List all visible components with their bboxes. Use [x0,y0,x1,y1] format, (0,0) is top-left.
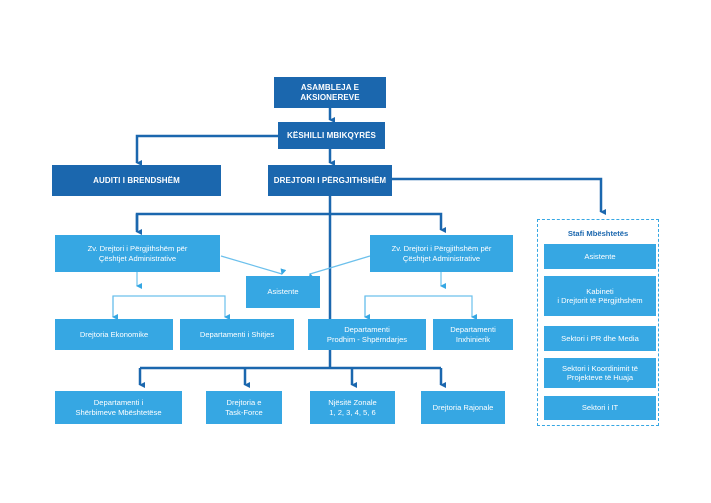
connector-zvleft-children [112,295,230,320]
node-sherbimeve: Departamenti i Shërbimeve Mbështetëse [55,391,182,424]
node-drejtori: DREJTORI I PËRGJITHSHËM [268,165,392,196]
connector-zvright-children [364,295,477,320]
connector-drejtori-stafi [392,177,606,215]
connector-to-zv-right [135,212,446,233]
node-shitjes: Departamenti i Shitjes [180,319,294,350]
node-auditi: AUDITI I BRENDSHËM [52,165,221,196]
connector-zvleft-asistente [220,255,287,275]
node-rajonale: Drejtoria Rajonale [421,391,505,424]
support-item-kabineti: Kabineti i Drejtorit të Përgjithshëm [544,276,656,316]
node-zonale: Njësitë Zonale 1, 2, 3, 4, 5, 6 [310,391,395,424]
node-inxhinierik: Departamenti Inxhinierik [433,319,513,350]
node-zv-left: Zv. Drejtori i Përgjithshëm për Çështjet… [55,235,220,272]
connector-keshilli-auditi [135,134,278,166]
support-item-it: Sektori i IT [544,396,656,420]
node-ekonomike: Drejtoria Ekonomike [55,319,173,350]
support-item-asistente: Asistente [544,244,656,269]
node-prodhim: Departamenti Prodhim - Shpërndarjes [308,319,426,350]
support-staff-panel [537,219,659,426]
connector-zvright-asistente [308,255,371,280]
support-item-pr-media: Sektori i PR dhe Media [544,326,656,351]
node-asistente-center: Asistente [246,276,320,308]
support-staff-title: Stafi Mbështetës [567,229,629,238]
node-keshilli: KËSHILLI MBIKQYRËS [278,122,385,149]
node-taskforce: Drejtoria e Task-Force [206,391,282,424]
support-item-koordinimit: Sektori i Koordinimit të Projekteve të H… [544,358,656,388]
node-zv-right: Zv. Drejtori i Përgjithshëm për Çështjet… [370,235,513,272]
node-asambleja: ASAMBLEJA E AKSIONEREVE [274,77,386,108]
